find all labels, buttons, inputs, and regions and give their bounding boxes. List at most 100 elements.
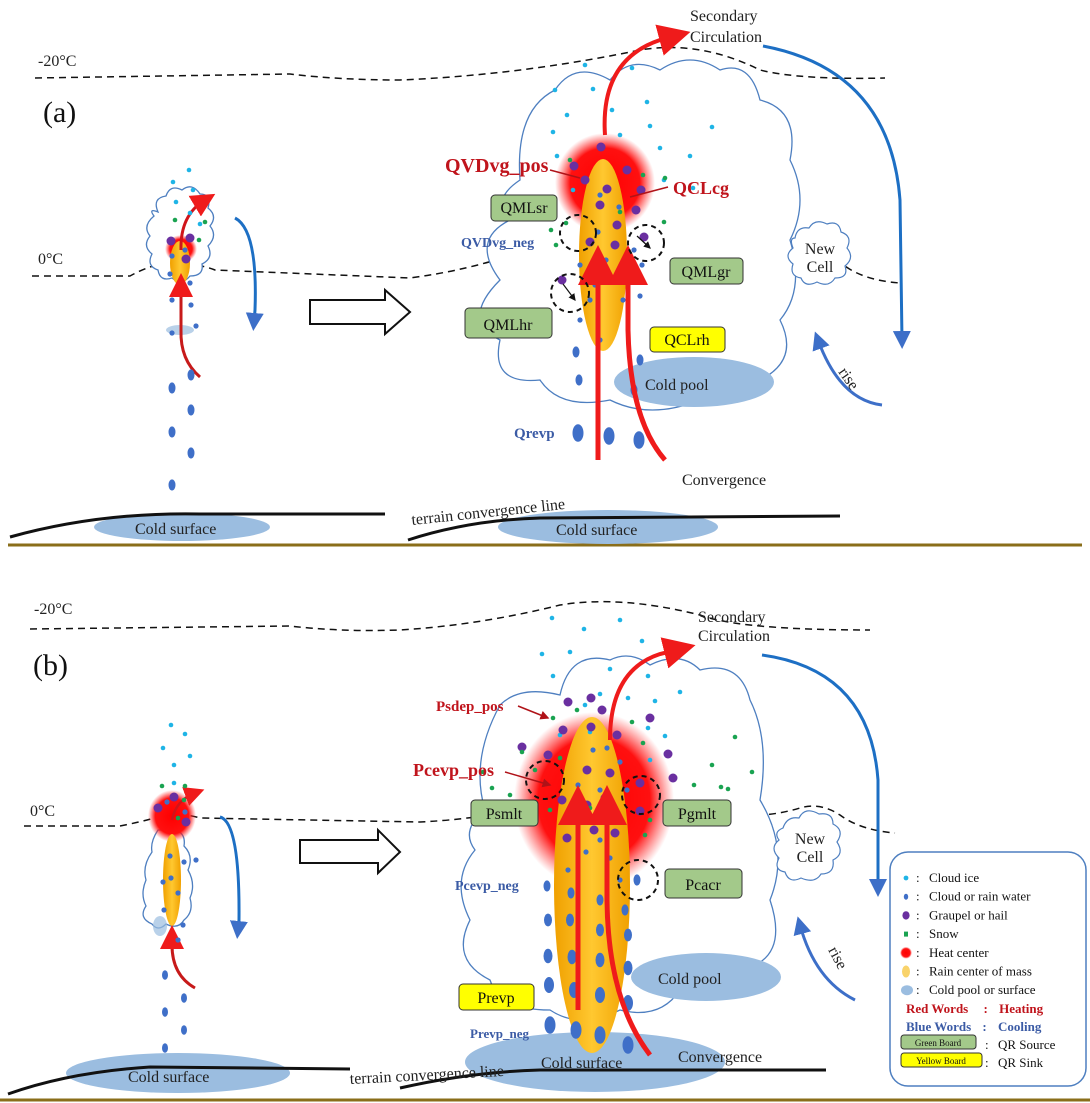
- cloud-ice-particle: [677, 689, 683, 695]
- snow-particle: [557, 755, 563, 761]
- legend-item: :Cold pool or surface: [901, 982, 1036, 997]
- rain-water-particle: [597, 787, 603, 793]
- rain-water-particle: [544, 1016, 556, 1034]
- cloud-ice-particle: [617, 617, 623, 623]
- snow-particle: [159, 783, 165, 789]
- qvdvg-pos-pointer: [549, 169, 581, 179]
- rain-water-particle: [161, 907, 167, 913]
- rain-water-particle: [168, 479, 176, 491]
- snow-particle: [175, 815, 181, 821]
- cloud-ice-particle: [597, 691, 603, 697]
- green-board-pcacr: Pcacr: [664, 868, 743, 899]
- snow-particle: [547, 807, 553, 813]
- red-word-psdep-pos: Psdep_pos: [436, 699, 504, 715]
- legend-red-words: Red Words : Heating: [906, 1001, 1044, 1016]
- svg-text:QMLgr: QMLgr: [682, 264, 732, 281]
- rain-water-particle: [636, 354, 644, 366]
- rain-water-dot-icon: [903, 893, 909, 900]
- legend-item-sep: :: [916, 907, 920, 922]
- particles-small-a: [166, 167, 208, 491]
- cold-pool-label: Cold pool: [658, 971, 722, 988]
- cloud-ice-particle: [168, 722, 174, 728]
- cloud-ice-particle: [657, 145, 663, 151]
- rain-water-particle: [620, 297, 626, 303]
- rain-water-particle: [590, 747, 596, 753]
- process-pointer: [636, 235, 651, 249]
- snow-particle: [172, 217, 178, 223]
- snow-particle: [647, 817, 653, 823]
- graupel-particle: [636, 185, 646, 195]
- rain-water-particle: [543, 880, 551, 892]
- snow-particle: [489, 785, 495, 791]
- graupel-particle: [631, 205, 641, 215]
- legend-item: :Snow: [904, 926, 959, 941]
- graupel-particle: [595, 200, 605, 210]
- cloud-ice-particle: [582, 62, 588, 68]
- updraft-arrow: [587, 785, 652, 1057]
- panel-b: -20°C (b) 0°C Cold pool rise New Cell: [0, 600, 1090, 1102]
- red-word-qclcg: QCLcg: [673, 178, 729, 198]
- rise-label: rise: [824, 944, 850, 972]
- legend-item-sep: :: [916, 982, 920, 997]
- rain-water-particle: [175, 890, 181, 896]
- rain-water-particle: [577, 317, 583, 323]
- cloud-ice-particle: [190, 187, 196, 193]
- secondary-circulation-label: Secondary: [690, 8, 758, 25]
- panel-a: -20°C (a) 0°C Cold pool rise New Cell: [8, 8, 1082, 547]
- isotherm-minus20: [29, 600, 871, 632]
- cloud-ice-particle: [617, 132, 623, 138]
- rain-water-particle: [567, 887, 575, 899]
- terrain-line-right: [399, 1068, 826, 1090]
- rain-water-particle: [164, 799, 170, 805]
- rain-water-particle: [595, 987, 605, 1003]
- graupel-particle: [586, 722, 596, 732]
- rain-water-particle: [622, 1036, 634, 1054]
- snow-particle: [642, 832, 648, 838]
- graupel-particle: [580, 175, 590, 185]
- cloud-ice-particle: [652, 698, 658, 704]
- rain-water-particle: [572, 424, 584, 442]
- graupel-particle: [557, 795, 567, 805]
- legend-item: :Cloud ice: [903, 870, 979, 885]
- downdraft-arrow: [762, 44, 911, 349]
- cloud-ice-particle: [197, 221, 203, 227]
- qclcg-pointer: [629, 186, 669, 198]
- rain-water-particle: [180, 922, 186, 928]
- rain-water-particle: [182, 809, 188, 815]
- rain-water-particle: [181, 1025, 187, 1035]
- rain-water-particle: [167, 271, 173, 277]
- rain-water-particle: [169, 253, 175, 259]
- cold-surface-right: [465, 1032, 725, 1092]
- graupel-particle: [600, 793, 610, 803]
- cloud-ice-particle: [607, 666, 613, 672]
- graupel-particle: [597, 705, 607, 715]
- cloud-ice-particle: [554, 153, 560, 159]
- rise-arrow: [793, 916, 856, 1002]
- svg-text:QR Sink: QR Sink: [998, 1055, 1044, 1070]
- snow-particle: [567, 157, 573, 163]
- svg-text:QMLhr: QMLhr: [484, 317, 534, 334]
- cloud-ice-particle: [170, 179, 176, 185]
- rain-water-particle: [587, 297, 593, 303]
- rain-water-particle: [624, 787, 630, 793]
- process-circle: [559, 214, 597, 252]
- snow-particle: [181, 797, 187, 803]
- legend-item: :Rain center of mass: [902, 964, 1032, 979]
- cloud-ice-particle: [567, 649, 573, 655]
- cloud-ice-particle: [639, 638, 645, 644]
- updraft-arrow: [608, 245, 667, 462]
- rain-water-particle: [169, 297, 175, 303]
- rain-water-particle: [575, 782, 581, 788]
- rain-water-particle: [633, 431, 645, 449]
- cloud-ice-particle: [645, 725, 651, 731]
- cloud-ice-particle: [549, 615, 555, 621]
- isotherm-zero-label: 0°C: [30, 803, 55, 820]
- rise-arrow: [812, 331, 883, 407]
- new-cell-outline: [787, 221, 852, 285]
- rain-water-particle: [543, 948, 553, 964]
- isotherm-minus20: [34, 46, 886, 81]
- rain-water-particle: [603, 427, 615, 445]
- cold-surface-right-label: Cold surface: [541, 1055, 622, 1072]
- rain-water-particle: [595, 952, 605, 968]
